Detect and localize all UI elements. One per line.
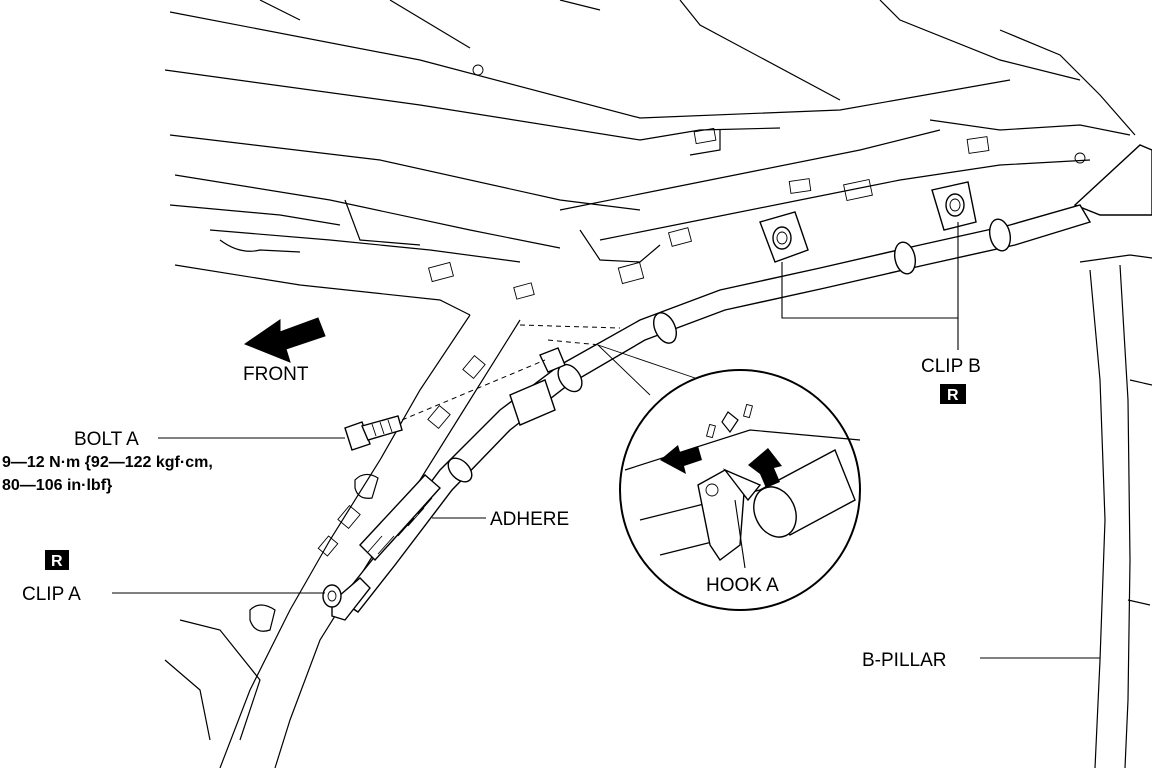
replace-badge-clip-b: R	[947, 387, 959, 404]
b-pillar-outline	[1073, 144, 1152, 769]
adhere-label: ADHERE	[490, 509, 569, 530]
hook-a-detail-view	[597, 344, 861, 611]
hook-direction-arrow-left-icon	[660, 445, 702, 474]
bolt-alignment-dashed-lines	[401, 324, 621, 421]
bolt-a-label: BOLT A	[74, 429, 139, 450]
roof-structure-lines	[164, 0, 1136, 249]
front-label: FRONT	[243, 364, 309, 385]
hook-a-label: HOOK A	[706, 575, 779, 596]
leader-lines	[112, 222, 1100, 659]
clip-b-label: CLIP B	[921, 356, 981, 377]
replace-badge-clip-a: R	[51, 553, 63, 570]
replace-part-badge-icon: R	[940, 384, 966, 404]
torque-spec-line1: 9—12 N·m {92—122 kgf·cm,	[2, 454, 213, 471]
front-direction-arrow-icon	[243, 317, 326, 363]
clip-a-part	[322, 584, 342, 608]
torque-spec-line2: 80—106 in·lbf}	[2, 477, 112, 494]
clip-a-label: CLIP A	[22, 584, 81, 605]
hook-direction-arrow-up-icon	[748, 448, 782, 488]
clip-b-parts	[759, 181, 977, 263]
b-pillar-label: B-PILLAR	[862, 650, 946, 671]
bolt-a-part	[344, 347, 566, 451]
replace-part-badge-icon: R	[45, 550, 69, 570]
a-pillar-structure-lines	[164, 199, 693, 769]
